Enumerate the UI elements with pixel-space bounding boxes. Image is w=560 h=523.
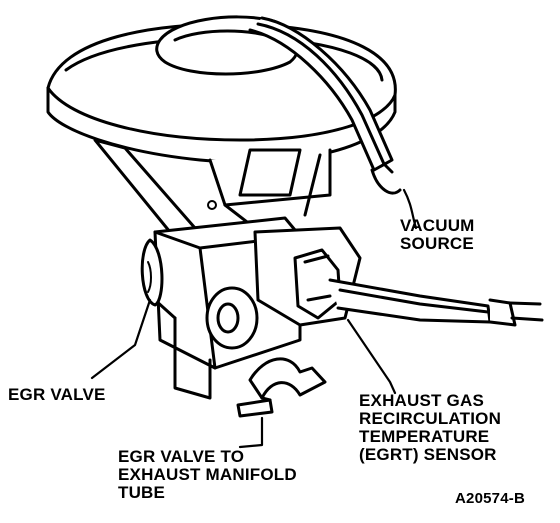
label-egrt-sensor-line-1: EXHAUST GAS: [359, 391, 484, 410]
label-vacuum-source-line-1: VACUUM: [400, 216, 475, 235]
support-brackets: [93, 138, 332, 234]
label-egrt-sensor-line-2: RECIRCULATION: [359, 409, 502, 428]
label-egr-valve: EGR VALVE: [8, 385, 106, 404]
leader-vacuum-source: [402, 188, 418, 230]
label-manifold-tube-line-3: TUBE: [118, 483, 166, 502]
leader-lines: [90, 188, 418, 449]
label-egrt-sensor-line-4: (EGRT) SENSOR: [359, 445, 497, 464]
vacuum-hose: [248, 16, 402, 195]
leader-egr-valve: [90, 298, 152, 380]
exhaust-port: [205, 286, 259, 350]
leader-egrt-sensor: [346, 318, 397, 395]
label-manifold-tube-line-2: EXHAUST MANIFOLD: [118, 465, 297, 484]
leader-manifold-tube: [238, 416, 264, 449]
label-egrt-sensor: EXHAUST GAS RECIRCULATION TEMPERATURE (E…: [359, 392, 501, 464]
figure-id: A20574-B: [455, 490, 525, 507]
label-vacuum-source-line-2: SOURCE: [400, 234, 474, 253]
egrt-sensor: [253, 226, 544, 327]
label-egrt-sensor-line-3: TEMPERATURE: [359, 427, 490, 446]
label-vacuum-source: VACUUM SOURCE: [400, 217, 475, 253]
label-manifold-tube: EGR VALVE TO EXHAUST MANIFOLD TUBE: [118, 448, 297, 502]
manifold-tube-clamp: [236, 357, 327, 418]
label-manifold-tube-line-1: EGR VALVE TO: [118, 447, 245, 466]
